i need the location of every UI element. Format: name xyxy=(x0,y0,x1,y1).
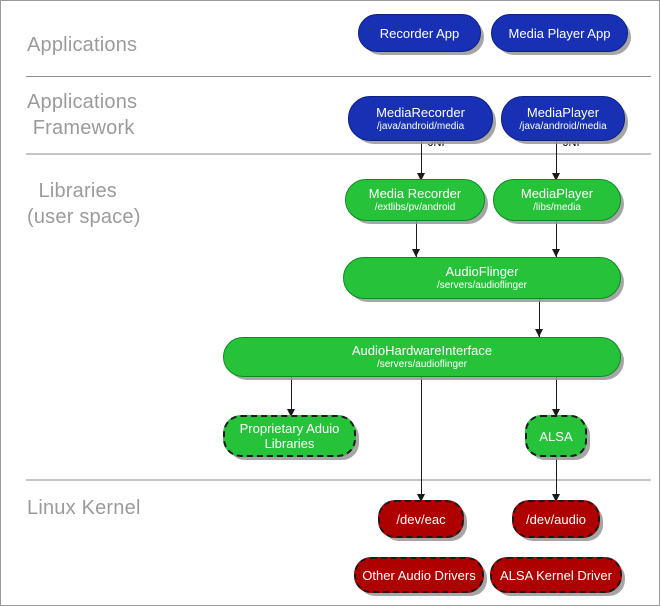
layer-label-linux-kernel: Linux Kernel xyxy=(27,497,141,519)
node-dev-eac-title: /dev/eac xyxy=(396,511,446,527)
node-dev-audio[interactable]: /dev/audio xyxy=(512,500,600,538)
node-media-recorder-lib-title: Media Recorder xyxy=(368,186,462,201)
node-audioflinger-path: /servers/audioflinger xyxy=(436,280,528,291)
connector-audiohw-dev-eac xyxy=(421,377,422,500)
node-audioflinger-title: AudioFlinger xyxy=(445,264,519,279)
node-mediaplayer-framework[interactable]: MediaPlayer /java/android/media xyxy=(501,96,625,141)
node-other-audio-drivers-title: Other Audio Drivers xyxy=(362,567,476,583)
connector-audiohw-proprietary-libs xyxy=(291,377,292,415)
node-alsa-kernel-driver[interactable]: ALSA Kernel Driver xyxy=(490,557,622,593)
node-recorder-app-title: Recorder App xyxy=(379,25,460,41)
layer-label-applications: Applications xyxy=(27,34,138,56)
node-media-recorder-lib[interactable]: Media Recorder /extlibs/pv/android xyxy=(345,179,485,221)
node-audioflinger[interactable]: AudioFlinger /servers/audioflinger xyxy=(343,257,621,299)
divider-framework xyxy=(26,153,651,155)
arrowhead-audiohw-dev-eac xyxy=(416,494,425,502)
node-alsa-title: ALSA xyxy=(539,428,573,444)
connector-mediaplayer-jni xyxy=(556,141,557,181)
node-mediaplayer-framework-path: /java/android/media xyxy=(519,120,607,132)
node-mediarecorder-framework[interactable]: MediaRecorder /java/android/media xyxy=(348,96,493,141)
connector-audiohw-alsa xyxy=(556,377,557,415)
arrowhead-mediaplayer-jni xyxy=(551,173,560,181)
node-mediarecorder-framework-title: MediaRecorder xyxy=(376,104,465,120)
arrowhead-audioflinger-audiohardwareinterface xyxy=(534,329,543,337)
node-proprietary-audio-libraries[interactable]: Proprietary Aduio Libraries xyxy=(223,415,356,457)
layer-label-applications-framework: Applications Framework xyxy=(27,91,138,139)
divider-applications xyxy=(26,76,651,77)
node-media-player-lib[interactable]: MediaPlayer /libs/media xyxy=(493,179,621,221)
node-alsa-kernel-driver-title: ALSA Kernel Driver xyxy=(500,567,612,583)
node-dev-audio-title: /dev/audio xyxy=(526,511,586,527)
layer-label-libraries-user-space: Libraries (user space) xyxy=(27,180,141,228)
connector-alsa-dev-audio xyxy=(556,457,557,500)
node-audiohardwareinterface-title: AudioHardwareInterface xyxy=(351,343,493,358)
connector-mediarecorder-jni xyxy=(421,141,422,181)
node-media-player-lib-title: MediaPlayer xyxy=(520,186,594,201)
node-proprietary-audio-libraries-title: Proprietary Aduio Libraries xyxy=(239,421,340,451)
divider-kernel xyxy=(26,479,651,481)
connector-mediarecorder-lib-audioflinger xyxy=(416,221,417,257)
arrowhead-mediarecorder-lib-audioflinger xyxy=(411,249,420,257)
node-other-audio-drivers[interactable]: Other Audio Drivers xyxy=(354,557,484,593)
node-recorder-app[interactable]: Recorder App xyxy=(358,14,481,52)
node-mediarecorder-framework-path: /java/android/media xyxy=(376,120,465,132)
connector-audioflinger-audiohardwareinterface xyxy=(539,299,540,337)
arrowhead-audiohw-alsa xyxy=(551,409,560,417)
node-dev-eac[interactable]: /dev/eac xyxy=(378,500,464,538)
node-media-player-app-title: Media Player App xyxy=(508,25,611,41)
node-media-player-lib-path: /libs/media xyxy=(533,202,581,213)
arrowhead-mediarecorder-jni xyxy=(416,173,425,181)
node-audiohardwareinterface[interactable]: AudioHardwareInterface /servers/audiofli… xyxy=(223,337,621,377)
node-alsa[interactable]: ALSA xyxy=(525,415,587,457)
arrowhead-audiohw-proprietary-libs xyxy=(286,409,295,417)
connector-mediaplayer-lib-audioflinger xyxy=(556,221,557,257)
arrowhead-alsa-dev-audio xyxy=(551,494,560,502)
node-media-player-app[interactable]: Media Player App xyxy=(491,14,628,52)
node-media-recorder-lib-path: /extlibs/pv/android xyxy=(374,202,456,213)
arrowhead-mediaplayer-lib-audioflinger xyxy=(551,249,560,257)
node-mediaplayer-framework-title: MediaPlayer xyxy=(526,104,600,120)
node-audiohardwareinterface-path: /servers/audioflinger xyxy=(376,359,468,370)
